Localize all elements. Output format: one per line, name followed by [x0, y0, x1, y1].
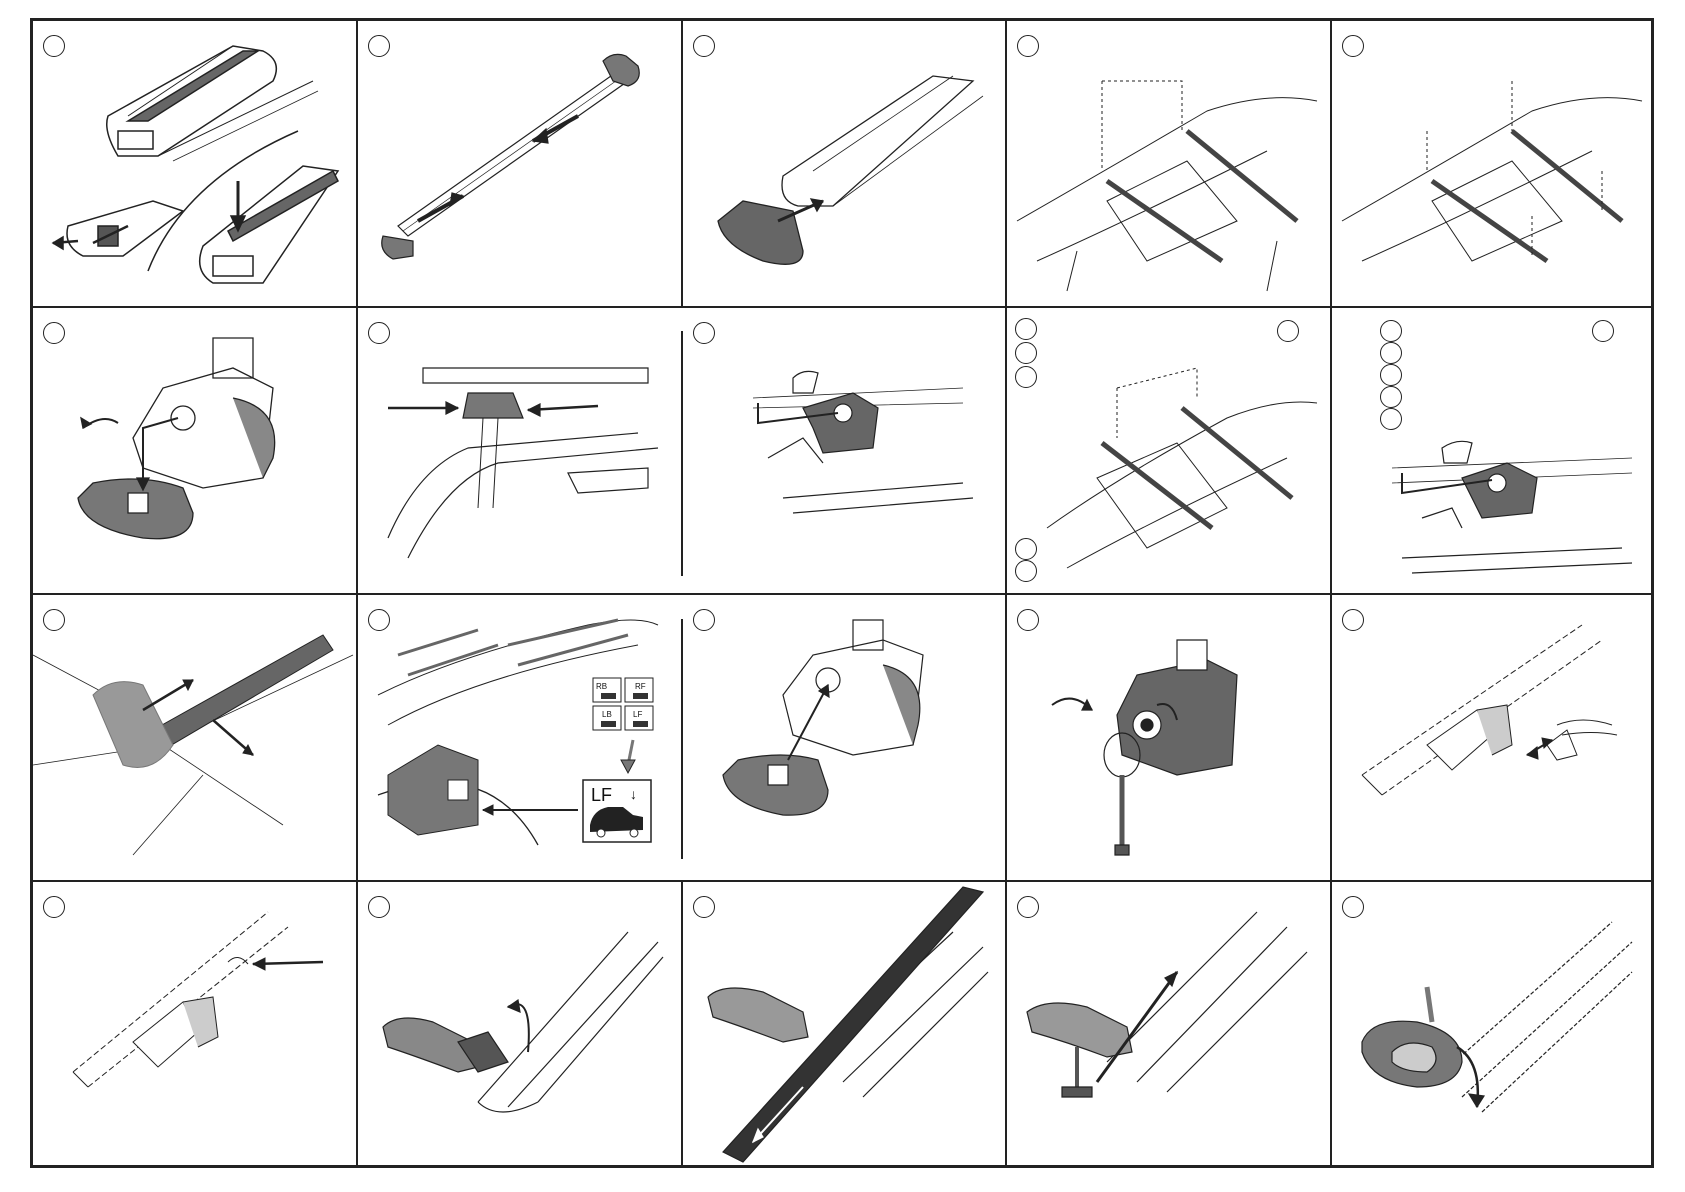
t-bolt-slide-illustration	[1007, 882, 1330, 1165]
step-panel-17	[683, 882, 1005, 1165]
foot-on-rail-illustration	[358, 308, 681, 593]
step-panel-4	[1007, 21, 1330, 306]
step-panel-9	[1332, 308, 1651, 593]
foot-pad-assembly-illustration	[683, 595, 1005, 880]
step-panel-11: RB RF LB LF LF ↓	[358, 595, 681, 880]
track-cover-illustration	[683, 882, 1005, 1165]
step-panel-1	[33, 21, 356, 306]
step-panel-19	[1332, 882, 1651, 1165]
label-lf-big: LF	[591, 785, 612, 805]
label-arrow: ↓	[630, 786, 637, 802]
hand-on-bar-illustration	[33, 595, 356, 880]
step-panel-3	[683, 21, 1005, 306]
cap-cutout-illustration	[33, 882, 356, 1165]
allen-key-tighten-illustration	[1332, 308, 1651, 593]
label-rb: RB	[596, 682, 607, 691]
foot-pad-illustration	[33, 308, 356, 593]
end-cap-open-illustration	[358, 882, 681, 1165]
cutting-cap-illustration	[1332, 595, 1651, 880]
step-panel-16	[358, 882, 681, 1165]
label-lb: LB	[602, 710, 612, 719]
key-lock-illustration	[1007, 595, 1330, 880]
step-panel-18	[1007, 882, 1330, 1165]
instruction-sheet: RB RF LB LF LF ↓	[30, 18, 1654, 1168]
step-panel-10	[33, 595, 356, 880]
foot-position-labels-illustration: RB RF LB LF LF ↓	[358, 595, 681, 880]
car-roof-measure-illustration	[1007, 308, 1330, 593]
step-panel-8	[1007, 308, 1330, 593]
step-panel-15	[33, 882, 356, 1165]
car-roof-bars-illustration	[1007, 21, 1330, 306]
label-rf: RF	[635, 682, 646, 691]
step-panel-5	[1332, 21, 1651, 306]
step-panel-2	[358, 21, 681, 306]
bar-endcaps-illustration	[358, 21, 681, 306]
step-panel-13	[1007, 595, 1330, 880]
step-panel-7b	[683, 308, 1005, 593]
endcap-insert-illustration	[683, 21, 1005, 306]
bar-profile-illustration	[33, 21, 356, 306]
label-lf-small: LF	[633, 710, 642, 719]
step-panel-12	[683, 595, 1005, 880]
allen-key-illustration	[683, 308, 1005, 593]
position-label-grid: RB RF LB LF LF ↓	[583, 678, 653, 842]
end-cap-close-illustration	[1332, 882, 1651, 1165]
step-panel-14	[1332, 595, 1651, 880]
step-panel-7a	[358, 308, 681, 593]
car-roof-bars-illustration-2	[1332, 21, 1651, 306]
step-panel-6	[33, 308, 356, 593]
